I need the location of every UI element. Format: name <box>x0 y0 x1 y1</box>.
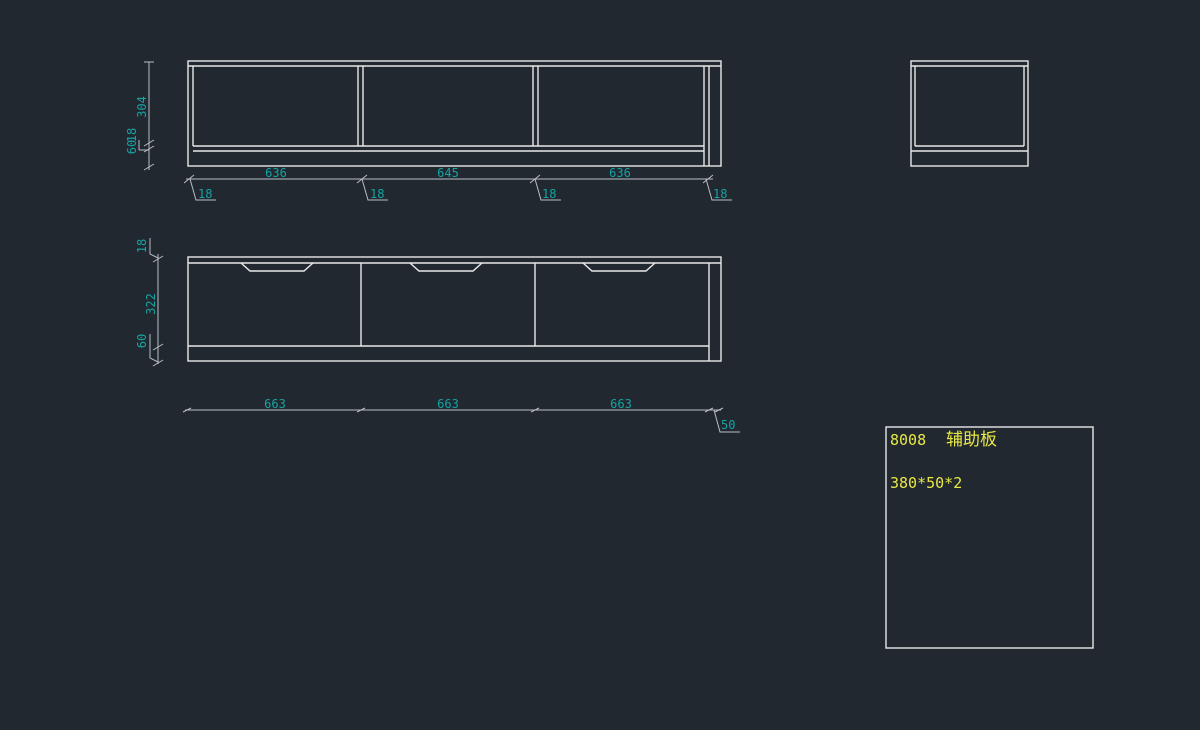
dim-height-304: 304 <box>135 96 149 118</box>
dim-height-60: 60 <box>125 140 139 154</box>
dim-thickness-4: 18 <box>713 187 727 201</box>
cabinet-outline <box>187 60 722 167</box>
top-width-dimensions: 636 645 636 18 18 18 18 <box>183 166 732 201</box>
note-box: 8008 辅助板 380*50*2 <box>885 426 1094 649</box>
dim-front-height-18: 18 <box>135 239 149 253</box>
dim-thickness-1: 18 <box>198 187 212 201</box>
drawer-cabinet-outline <box>187 256 722 362</box>
dim-front-width-3: 663 <box>610 397 632 411</box>
note-code: 8008 <box>890 431 926 449</box>
dim-thickness-2: 18 <box>370 187 384 201</box>
front-width-dimensions: 663 663 663 50 <box>182 397 740 433</box>
dim-width-645: 645 <box>437 166 459 180</box>
dim-front-width-1: 663 <box>264 397 286 411</box>
side-view-cabinet <box>910 60 1029 167</box>
front-height-dimensions: 18 322 60 <box>135 238 164 367</box>
drawer-cabinet <box>187 256 722 362</box>
dim-front-height-322: 322 <box>144 293 158 315</box>
note-spec: 380*50*2 <box>890 474 962 492</box>
dim-height-18: 18 <box>125 128 139 142</box>
dim-front-height-60: 60 <box>135 334 149 348</box>
drawer-handle-3 <box>582 262 656 272</box>
drawer-handle-2 <box>409 262 483 272</box>
note-part-name: 辅助板 <box>946 430 997 450</box>
drawer-handle-1 <box>240 262 314 272</box>
note-box-frame <box>885 426 1094 649</box>
dim-front-width-2: 663 <box>437 397 459 411</box>
dim-width-636-right: 636 <box>609 166 631 180</box>
open-shelf-cabinet <box>187 60 722 167</box>
dim-width-636-left: 636 <box>265 166 287 180</box>
top-height-dimensions: 304 60 18 <box>125 61 155 171</box>
side-view-outline <box>910 60 1029 167</box>
dim-front-end-50: 50 <box>721 418 735 432</box>
dim-thickness-3: 18 <box>542 187 556 201</box>
